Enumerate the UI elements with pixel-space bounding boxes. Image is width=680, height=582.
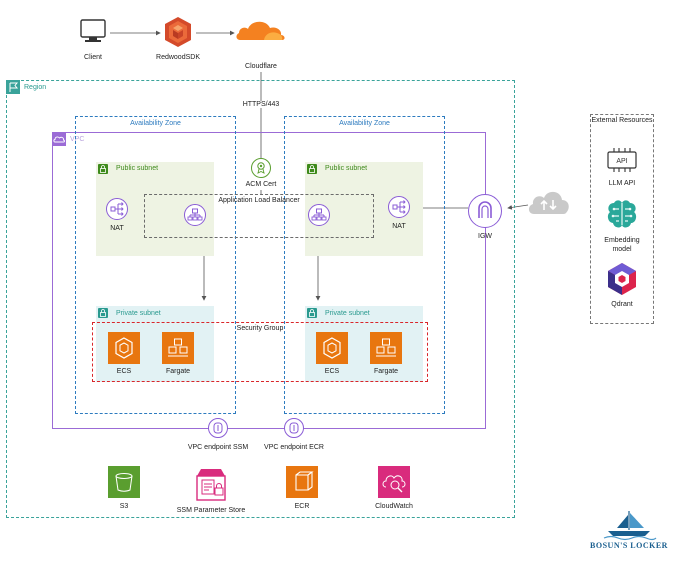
fargate-left-icon xyxy=(162,332,194,364)
public-left-lock-icon xyxy=(98,164,108,174)
nat-right-label: NAT xyxy=(392,223,406,230)
s3-label: S3 xyxy=(119,503,129,510)
embedding-model-label-line1: Embedding xyxy=(604,237,640,244)
alb-boundary xyxy=(144,194,374,238)
llm-api-icon: API xyxy=(604,144,640,176)
fargate-right-label: Fargate xyxy=(373,368,399,375)
internet-cloud-icon xyxy=(528,191,569,214)
client-label: Client xyxy=(84,54,102,61)
vpc-cloud-icon xyxy=(52,132,66,146)
ecs-right-label: ECS xyxy=(324,368,340,375)
acm-cert-label: ACM Cert xyxy=(245,181,277,188)
redwood-logo-icon xyxy=(165,17,191,47)
az-left-label: Availability Zone xyxy=(130,120,181,127)
llm-api-label: LLM API xyxy=(608,180,636,187)
cloudflare-cloud-icon xyxy=(236,21,285,40)
vpc-boundary xyxy=(52,132,486,429)
private-right-label: Private subnet xyxy=(325,310,370,317)
redwood-node xyxy=(163,16,193,48)
fargate-right-icon xyxy=(370,332,402,364)
embedding-model-label-line2: model xyxy=(612,246,632,253)
nat-left-label: NAT xyxy=(110,225,124,232)
alb-left-icon xyxy=(184,204,206,226)
qdrant-icon xyxy=(606,262,638,296)
vpc-endpoint-ssm-label: VPC endpoint SSM xyxy=(187,444,249,451)
public-right-lock-icon xyxy=(307,164,317,174)
vpc-endpoint-ecr-label: VPC endpoint ECR xyxy=(264,444,324,451)
cloudflare-label: Cloudflare xyxy=(245,63,277,70)
security-group-label: Security Group xyxy=(236,325,284,332)
external-resources-boundary xyxy=(590,114,654,324)
https-label: HTTPS/443 xyxy=(236,101,286,108)
ecs-right-icon xyxy=(316,332,348,364)
s3-icon xyxy=(108,466,140,498)
internet-to-igw-arrow xyxy=(507,204,529,210)
az-left-boundary xyxy=(75,116,236,414)
ssm-parameter-store-label: SSM Parameter Store xyxy=(176,507,246,514)
region-flag-icon xyxy=(6,80,20,94)
vpc-endpoint-ecr-icon xyxy=(284,418,304,438)
alb-right-icon xyxy=(308,204,330,226)
alb-label: Application Load Balancer xyxy=(218,197,300,204)
redwood-label: RedwoodSDK xyxy=(156,54,200,61)
fargate-left-label: Fargate xyxy=(165,368,191,375)
bosuns-locker-logo: BOSUN'S LOCKER xyxy=(590,508,667,554)
external-resources-title: External Resources xyxy=(591,117,653,124)
ecr-icon xyxy=(286,466,318,498)
ecs-left-icon xyxy=(108,332,140,364)
region-label: Region xyxy=(24,84,47,91)
igw-icon xyxy=(468,194,502,228)
acm-cert-icon xyxy=(251,158,271,178)
private-left-label: Private subnet xyxy=(116,310,161,317)
sailboat-logo-icon xyxy=(603,511,657,541)
ecr-label: ECR xyxy=(294,503,310,510)
internet-cloud xyxy=(526,186,572,218)
cloudflare-node xyxy=(234,16,288,44)
igw-label: IGW xyxy=(478,233,492,240)
monitor-icon xyxy=(80,19,106,42)
public-left-label: Public subnet xyxy=(116,165,159,172)
private-right-lock-icon xyxy=(307,308,317,318)
embedding-model-icon xyxy=(604,198,640,232)
security-group-boundary xyxy=(92,322,428,382)
qdrant-label: Qdrant xyxy=(611,301,633,308)
cloudwatch-label: CloudWatch xyxy=(375,503,413,510)
az-right-boundary xyxy=(284,116,445,414)
llm-api-chip-text: API xyxy=(616,158,627,165)
ssm-parameter-store-icon xyxy=(193,466,229,502)
brand-name: BOSUN'S LOCKER xyxy=(590,541,668,550)
nat-right-icon xyxy=(388,196,410,218)
az-right-label: Availability Zone xyxy=(339,120,390,127)
client-node xyxy=(78,18,108,48)
public-right-label: Public subnet xyxy=(325,165,368,172)
cloudwatch-icon xyxy=(378,466,410,498)
private-left-lock-icon xyxy=(98,308,108,318)
region-boundary xyxy=(6,80,515,518)
vpc-label: VPC xyxy=(70,136,85,143)
vpc-endpoint-ssm-icon xyxy=(208,418,228,438)
nat-left-icon xyxy=(106,198,128,220)
ecs-left-label: ECS xyxy=(116,368,132,375)
